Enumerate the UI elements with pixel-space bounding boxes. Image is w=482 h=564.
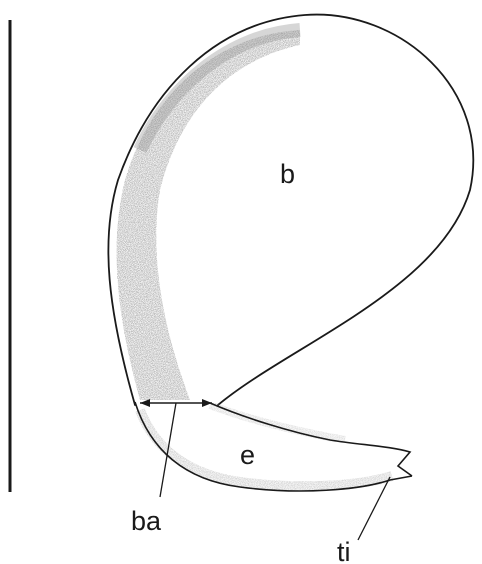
label-tip: ti: [337, 537, 351, 564]
label-base: ba: [131, 506, 162, 536]
embolus: [135, 402, 412, 491]
label-bulb: b: [280, 159, 295, 189]
bulb-shading: [117, 30, 300, 400]
label-embolus: e: [240, 440, 255, 470]
